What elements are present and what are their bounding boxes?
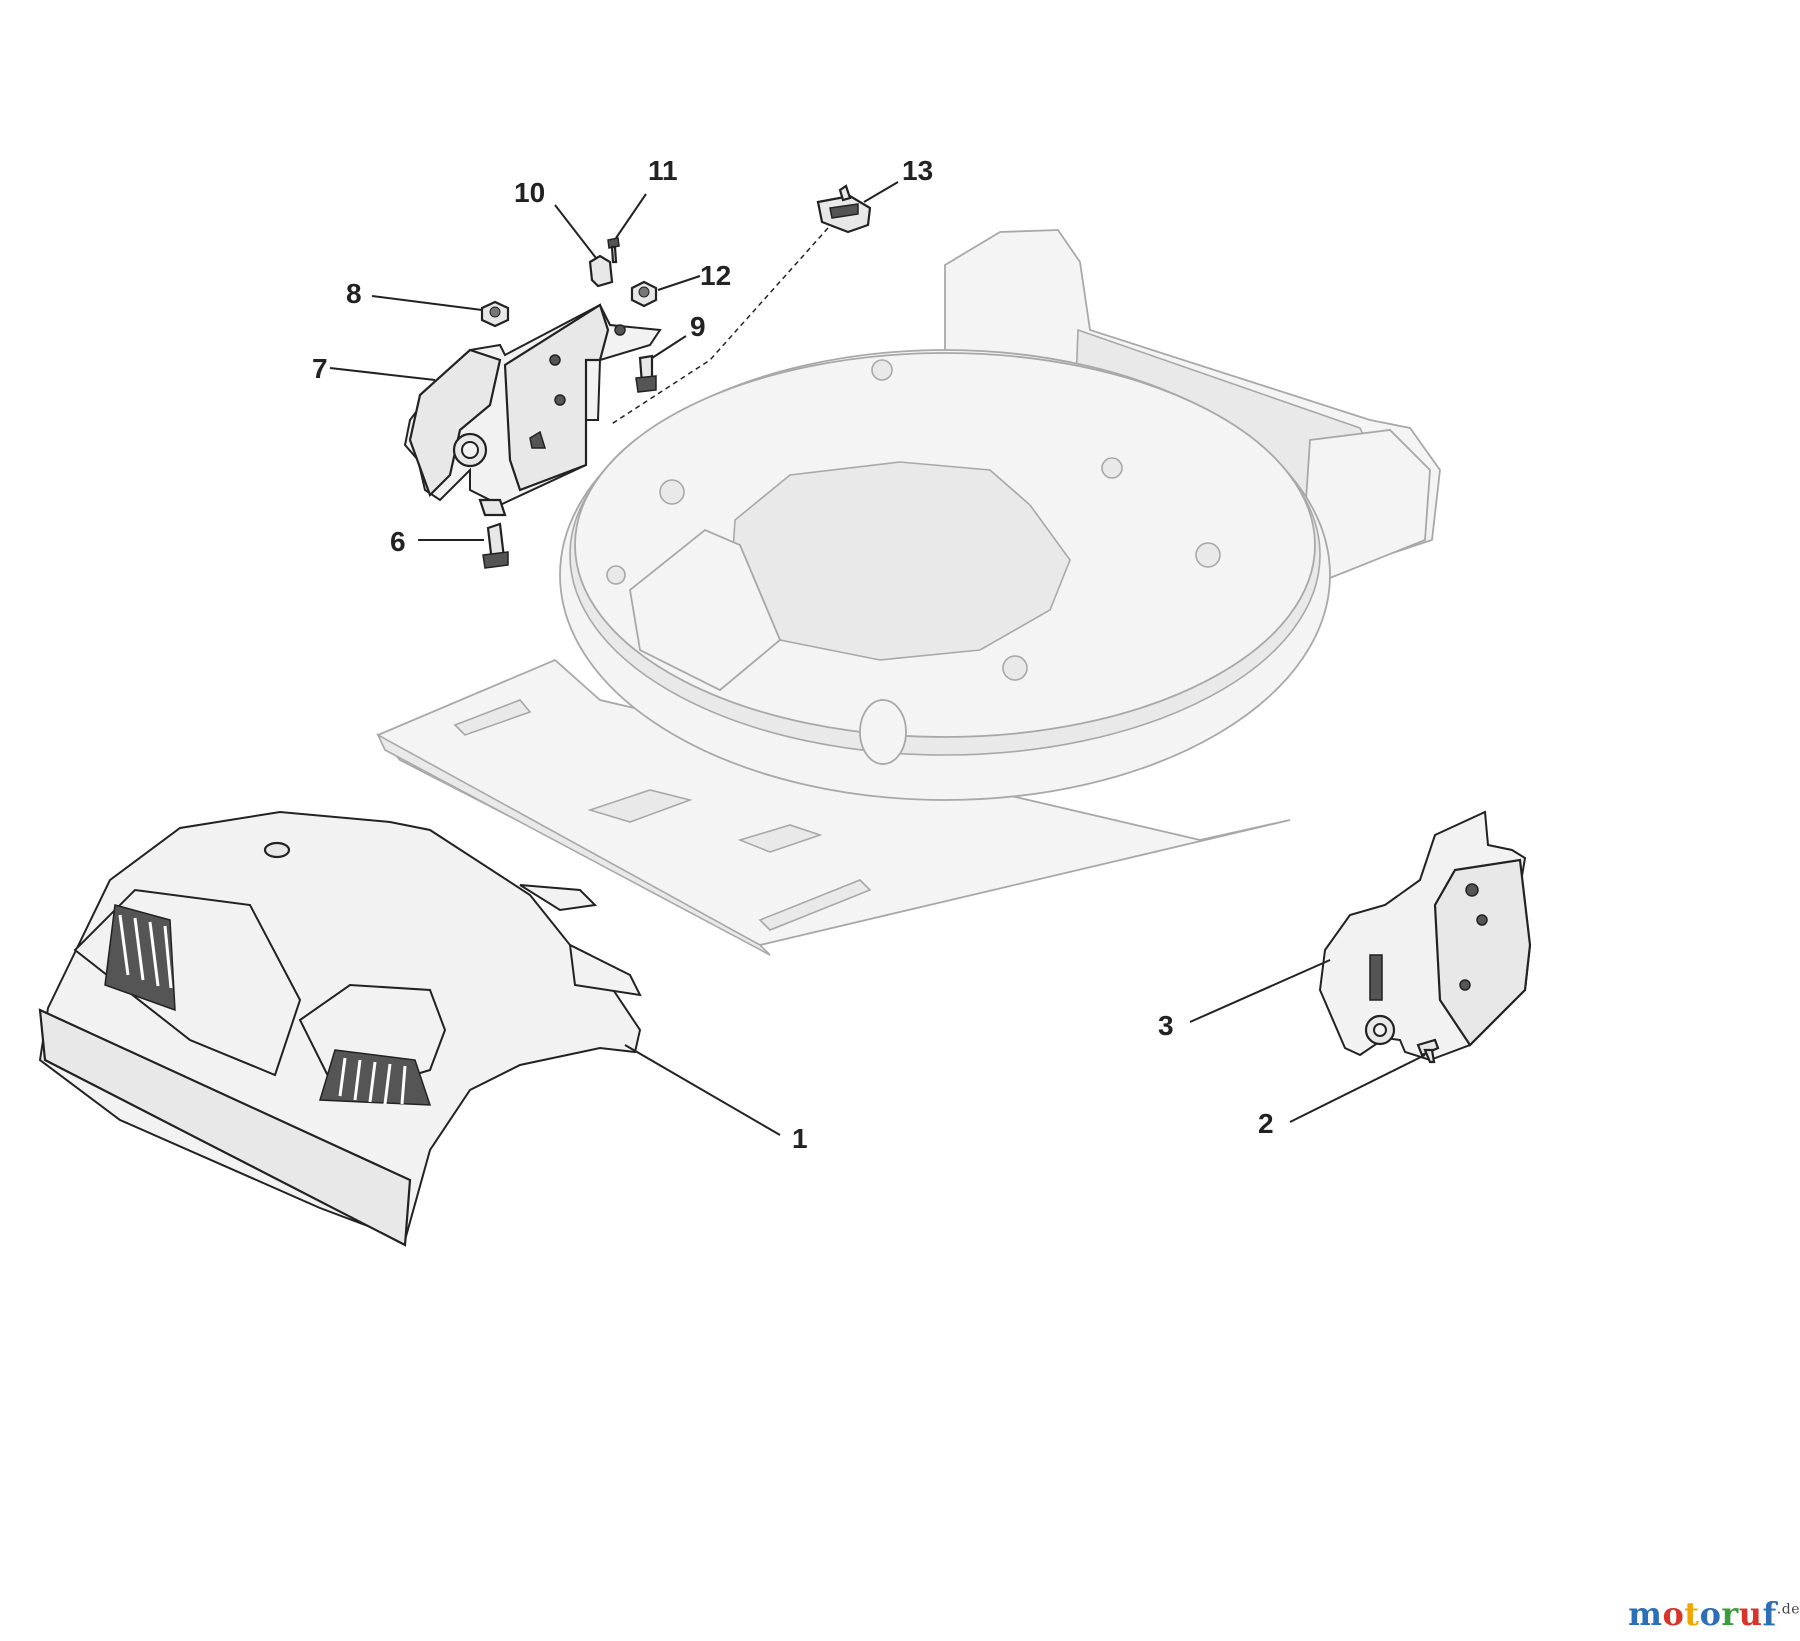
callout-10: 10	[514, 177, 545, 208]
right-bracket-part-3	[1318, 810, 1532, 1062]
leader-8	[371, 295, 483, 311]
watermark-letter: r	[1721, 1595, 1739, 1633]
screw-part-2	[1416, 1038, 1440, 1064]
callout-3: 3	[1158, 1010, 1174, 1041]
left-bracket-part-7	[403, 303, 662, 517]
nut-part-12	[630, 280, 658, 308]
callout-6: 6	[390, 526, 406, 557]
callout-numbers: 1 2 3 6 7 8 9 10 11 12 13	[312, 155, 1274, 1154]
watermark-brand: motoruf	[1628, 1595, 1777, 1633]
callout-13: 13	[902, 155, 933, 186]
leader-2	[1289, 1054, 1426, 1123]
callout-11: 11	[648, 155, 678, 186]
motoruf-watermark-logo: motoruf.de	[1628, 1595, 1800, 1633]
deck-mount-holes	[606, 359, 1221, 681]
callout-2: 2	[1258, 1108, 1274, 1139]
leader-11	[615, 193, 647, 239]
assembly-dashed-line	[609, 227, 829, 426]
clip-part-10	[588, 254, 614, 288]
leader-1	[624, 1044, 781, 1136]
screw-part-11	[607, 237, 620, 264]
leader-7	[329, 367, 436, 381]
leader-9	[651, 335, 687, 359]
callout-7: 7	[312, 353, 328, 384]
watermark-letter: f	[1762, 1595, 1777, 1633]
leader-12	[657, 275, 701, 291]
bolt-part-6	[482, 522, 509, 569]
leader-lines	[329, 181, 1426, 1136]
callout-12: 12	[700, 260, 731, 291]
leader-10	[554, 204, 597, 259]
watermark-letter: m	[1628, 1595, 1663, 1633]
right-vent-grille	[319, 1049, 432, 1106]
watermark-suffix: .de	[1776, 1601, 1800, 1618]
front-cover-part-1	[38, 810, 642, 1247]
watermark-letter: o	[1662, 1595, 1685, 1633]
watermark-letter: o	[1699, 1595, 1722, 1633]
clip-part-13	[816, 184, 872, 234]
mower-deck-outline	[376, 229, 1441, 956]
nut-part-8	[480, 300, 510, 328]
watermark-letter: t	[1684, 1595, 1700, 1633]
watermark-letter: u	[1738, 1595, 1763, 1633]
leader-3	[1189, 959, 1331, 1023]
callout-8: 8	[346, 278, 362, 309]
leader-13	[863, 181, 899, 203]
callout-1: 1	[792, 1123, 808, 1154]
bolt-part-9	[635, 354, 657, 393]
callout-9: 9	[690, 311, 706, 342]
left-vent-grille	[104, 904, 176, 1012]
